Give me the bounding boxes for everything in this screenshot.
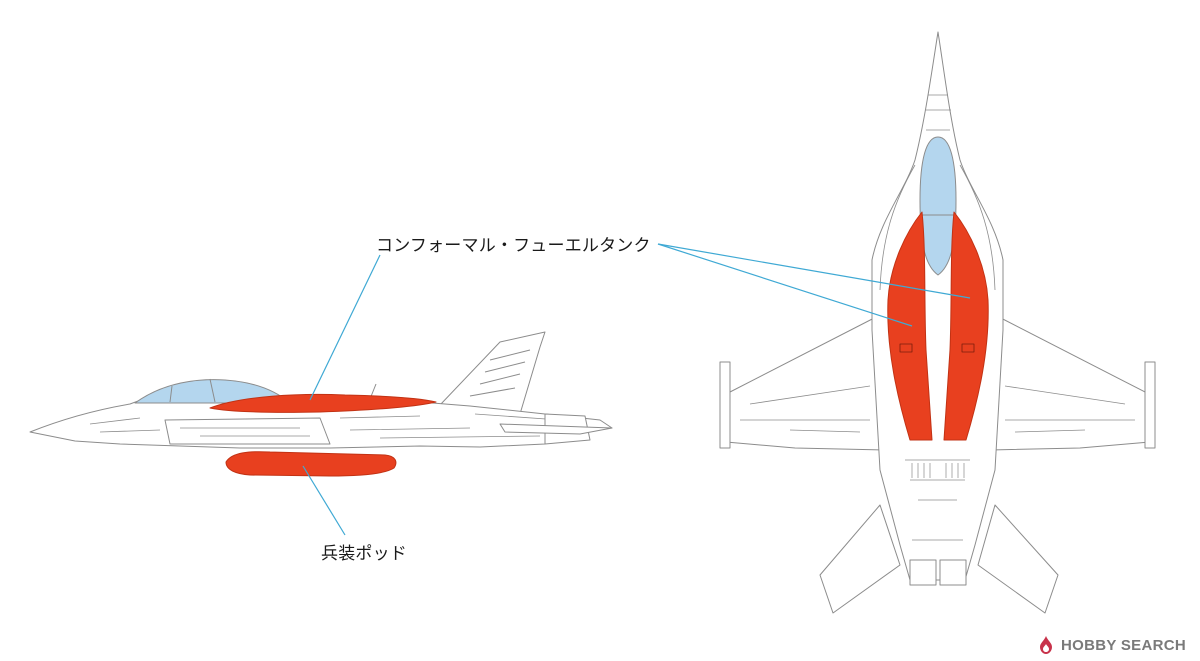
top-nose-detail	[925, 94, 951, 131]
aircraft-side-view	[29, 331, 613, 477]
leader-lines	[302, 243, 971, 536]
top-left-tailplane	[819, 504, 901, 614]
watermark-text: HOBBY SEARCH	[1060, 636, 1186, 654]
side-vertical-tail	[439, 331, 546, 415]
top-left-wing	[725, 314, 886, 451]
side-panel-lines	[89, 413, 561, 439]
aircraft-top-view	[719, 31, 1156, 614]
top-canopy	[919, 136, 957, 276]
top-exhaust-grilles	[911, 463, 965, 478]
top-left-conformal-fuel-tank	[887, 211, 933, 441]
leader-line-cft-top-left	[657, 243, 913, 327]
weapons-pod-label: 兵装ポッド	[321, 544, 407, 564]
top-right-tailplane	[977, 504, 1059, 614]
top-right-wingtip	[1144, 361, 1156, 449]
side-canopy-frame	[169, 378, 216, 403]
side-weapons-pod	[225, 451, 397, 477]
top-left-wingtip	[719, 361, 731, 449]
top-tank-markings	[899, 343, 975, 353]
top-lex-lines	[879, 164, 996, 291]
top-left-nozzle	[909, 559, 937, 586]
watermark: HOBBY SEARCH	[1036, 635, 1186, 655]
leader-line-cft-side	[309, 254, 381, 401]
leader-line-pod	[302, 465, 346, 536]
top-right-nozzle	[939, 559, 967, 586]
top-fuselage	[871, 31, 1004, 581]
side-conformal-fuel-tank	[209, 393, 437, 413]
conformal-fuel-tank-label: コンフォーマル・フューエルタンク	[376, 236, 651, 256]
leader-line-cft-top-right	[657, 243, 971, 299]
top-right-conformal-fuel-tank	[943, 211, 989, 441]
top-wing-details	[740, 385, 1135, 433]
hobby-search-logo-icon	[1039, 636, 1052, 654]
side-stabilizer	[499, 423, 613, 435]
top-right-wing	[989, 314, 1151, 451]
side-intake	[164, 417, 331, 445]
side-tail-detail	[469, 349, 531, 397]
top-rear-section	[905, 459, 970, 541]
